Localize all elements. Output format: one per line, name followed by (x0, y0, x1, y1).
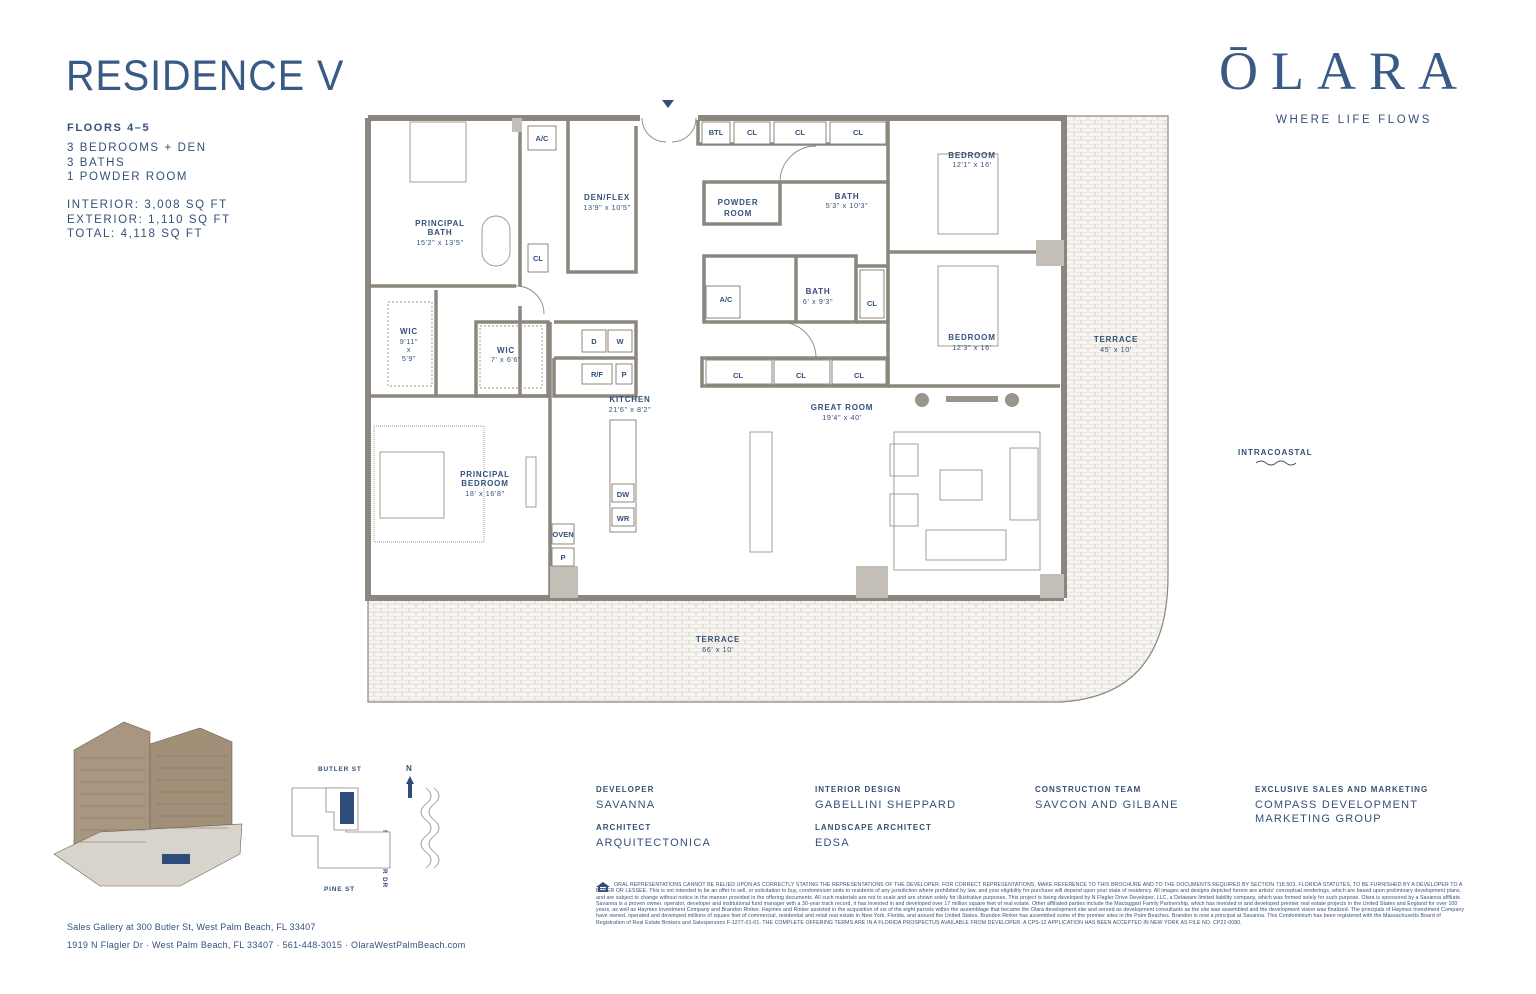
credit-value: SAVANNA (596, 799, 656, 811)
credit-heading: ARCHITECT (596, 823, 652, 832)
principal-bath-name: PRINCIPAL (415, 219, 465, 228)
credit-value: ARQUITECTONICA (596, 837, 711, 849)
closet-label: CL (853, 128, 863, 137)
fridge-label: R/F (591, 370, 604, 379)
bath1-dim: 5'3" x 10'3" (826, 201, 869, 210)
brand-tagline: WHERE LIFE FLOWS (1276, 114, 1432, 126)
great-room-dim: 19'4" x 40' (822, 413, 861, 422)
credit-value: GABELLINI SHEPPARD (815, 799, 957, 811)
closet-label: CL (747, 128, 757, 137)
area-summary: INTERIOR: 3,008 SQ FT EXTERIOR: 1,110 SQ… (67, 198, 231, 242)
water-wave-icon (1256, 460, 1296, 466)
principal-bath-name: BATH (428, 228, 453, 237)
floors-label: FLOORS 4–5 (67, 122, 151, 134)
credit-landscape: LANDSCAPE ARCHITECT EDSA (815, 823, 1035, 850)
layout-line: 1 POWDER ROOM (67, 171, 189, 183)
bedroom2-dim: 12'3" x 16' (952, 343, 991, 352)
terrace-side-name: TERRACE (1094, 335, 1138, 344)
credit-heading: INTERIOR DESIGN (815, 785, 902, 794)
closet-label: CL (854, 371, 864, 380)
powder-name: POWDER (718, 198, 759, 207)
area-line: INTERIOR: 3,008 SQ FT (67, 199, 228, 211)
closet-label: CL (796, 371, 806, 380)
wic1-dim: 9'11" (400, 337, 418, 346)
area-line: TOTAL: 4,118 SQ FT (67, 228, 204, 240)
terrace-side (367, 115, 1169, 703)
credit-construction: CONSTRUCTION TEAM SAVCON AND GILBANE (1035, 785, 1255, 812)
principal-bath-dim: 15'2" x 13'5" (416, 238, 463, 247)
credit-heading: LANDSCAPE ARCHITECT (815, 823, 932, 832)
equal-housing-icon (596, 882, 610, 892)
dryer-label: D (591, 337, 597, 346)
bath1-name: BATH (835, 192, 860, 201)
btl-label: BTL (709, 128, 724, 137)
den-dim: 13'9" x 10'5" (583, 203, 630, 212)
building-rendering (53, 721, 243, 887)
residence-title: RESIDENCE V (66, 52, 345, 100)
kitchen-name: KITCHEN (609, 395, 650, 404)
den-name: DEN/FLEX (584, 193, 630, 202)
wic1-dim: 5'9" (402, 354, 416, 363)
contact-line: 1919 N Flagler Dr · West Palm Beach, FL … (67, 940, 466, 950)
kitchen-dim: 21'6" x 8'2" (609, 405, 652, 414)
street-top: BUTLER ST (318, 766, 362, 773)
north-label: N (406, 764, 412, 773)
layout-line: 3 BEDROOMS + DEN (67, 142, 207, 154)
terrace-side-dim: 45' x 10' (1100, 345, 1132, 354)
intracoastal-label: INTRACOASTAL (1238, 448, 1313, 457)
layout-summary: 3 BEDROOMS + DEN 3 BATHS 1 POWDER ROOM (67, 141, 207, 185)
wic2-name: WIC (497, 346, 515, 355)
credit-value: EDSA (815, 837, 850, 849)
bath2-name: BATH (806, 287, 831, 296)
credit-interior-design: INTERIOR DESIGN GABELLINI SHEPPARD (815, 785, 1035, 812)
closet-label: CL (733, 371, 743, 380)
wic2-dim: 7' x 6'6" (491, 355, 521, 364)
north-arrow-icon (406, 776, 414, 798)
floor-plan: DEN/FLEX 13'9" x 10'5" PRINCIPAL BATH 15… (365, 100, 1169, 703)
closet-label: CL (795, 128, 805, 137)
powder-name: ROOM (724, 209, 752, 218)
principal-bedroom-name: BEDROOM (461, 479, 508, 488)
legal-disclaimer: ORAL REPRESENTATIONS CANNOT BE RELIED UP… (596, 882, 1465, 926)
sales-gallery-address: Sales Gallery at 300 Butler St, West Pal… (67, 922, 316, 932)
oven-label: OVEN (552, 530, 573, 539)
dishwasher-label: DW (617, 490, 630, 499)
pantry-label: P (621, 370, 626, 379)
washer-label: W (616, 337, 624, 346)
bath2-dim: 6' x 9'3" (803, 297, 833, 306)
pantry-label: P (560, 553, 565, 562)
bedroom1-dim: 12'1" x 16' (952, 160, 991, 169)
credit-heading: EXCLUSIVE SALES AND MARKETING (1255, 785, 1429, 794)
wine-label: WR (617, 514, 630, 523)
credit-heading: CONSTRUCTION TEAM (1035, 785, 1142, 794)
brand-logo: ŌLARA (1219, 41, 1470, 101)
bedroom1-name: BEDROOM (948, 151, 995, 160)
credit-heading: DEVELOPER (596, 785, 655, 794)
great-room-name: GREAT ROOM (811, 403, 874, 412)
principal-bedroom-dim: 18' x 16'8" (465, 489, 504, 498)
entry-arrow (662, 100, 674, 108)
closet-label: CL (867, 299, 877, 308)
wic1-dim: x (407, 345, 411, 354)
closet-label: CL (533, 254, 543, 263)
credit-developer: DEVELOPER SAVANNA (596, 785, 816, 812)
credit-sales: EXCLUSIVE SALES AND MARKETING COMPASS DE… (1255, 785, 1455, 826)
wic1-name: WIC (400, 327, 418, 336)
principal-bedroom-name: PRINCIPAL (460, 470, 510, 479)
credit-value: COMPASS DEVELOPMENT MARKETING GROUP (1255, 799, 1418, 825)
ac-label: A/C (720, 295, 734, 304)
street-bottom: PINE ST (324, 886, 355, 893)
terrace-bottom-dim: 66' x 10' (702, 645, 734, 654)
credit-value: SAVCON AND GILBANE (1035, 799, 1179, 811)
site-map (291, 776, 440, 869)
credit-architect: ARCHITECT ARQUITECTONICA (596, 823, 816, 850)
bedroom2-name: BEDROOM (948, 333, 995, 342)
ac-label: A/C (536, 134, 550, 143)
terrace-bottom-name: TERRACE (696, 635, 740, 644)
area-line: EXTERIOR: 1,110 SQ FT (67, 213, 231, 226)
layout-line: 3 BATHS (67, 156, 126, 169)
